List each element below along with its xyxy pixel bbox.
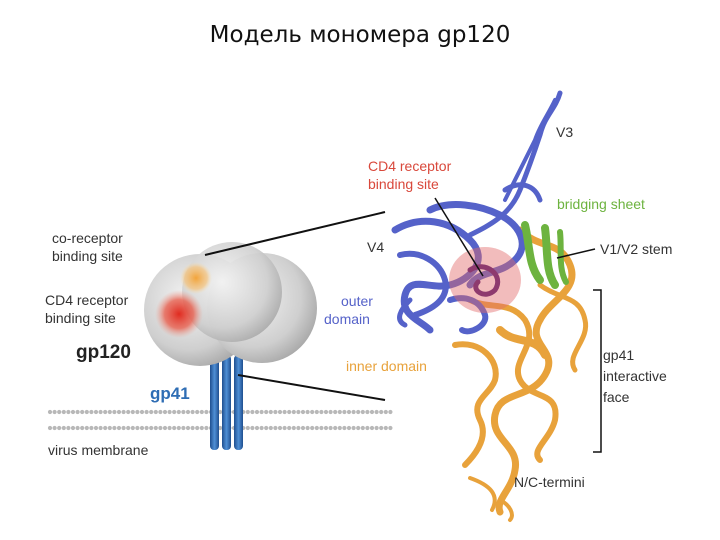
gp120-trimer (144, 242, 317, 366)
inner-domain-ribbon (452, 226, 589, 522)
cd4-label-line1: CD4 receptor (45, 292, 129, 308)
slide-title: Модель мономера gp120 (209, 22, 511, 48)
v4-label: V4 (367, 239, 384, 255)
outer-domain-label-line1: outer (341, 293, 373, 309)
pointer-lines (434, 197, 602, 453)
outer-domain-label-line2: domain (324, 311, 370, 327)
connector-lines (204, 211, 386, 401)
coreceptor-label-line1: co-receptor (52, 230, 123, 246)
gp120-label: gp120 (76, 342, 131, 363)
cd4-site-label-line2: binding site (368, 176, 439, 192)
v3-label: V3 (556, 124, 573, 140)
membrane-label: virus membrane (48, 442, 149, 458)
gp41-face-label-line1: gp41 (603, 347, 634, 363)
termini-label: N/C-termini (514, 474, 585, 490)
cd4-site-highlight (449, 247, 521, 313)
gp41-stalk (210, 355, 243, 450)
cd4-label-line2: binding site (45, 310, 116, 326)
coreceptor-site-marker (180, 262, 212, 294)
gp41-label: gp41 (150, 384, 190, 403)
gp41-face-label-line2: interactive (603, 368, 667, 384)
cd4-site-marker (155, 290, 203, 338)
v1v2-label: V1/V2 stem (600, 241, 672, 257)
gp120-structure (391, 90, 589, 522)
outer-domain-ribbon (391, 90, 563, 335)
coreceptor-label-line2: binding site (52, 248, 123, 264)
virus-membrane (47, 409, 393, 431)
gp41-face-label-line3: face (603, 389, 630, 405)
inner-domain-label: inner domain (346, 358, 427, 374)
bridging-sheet-label: bridging sheet (557, 196, 645, 212)
cd4-site-label-line1: CD4 receptor (368, 158, 452, 174)
bridging-sheet-ribbon (521, 221, 569, 289)
